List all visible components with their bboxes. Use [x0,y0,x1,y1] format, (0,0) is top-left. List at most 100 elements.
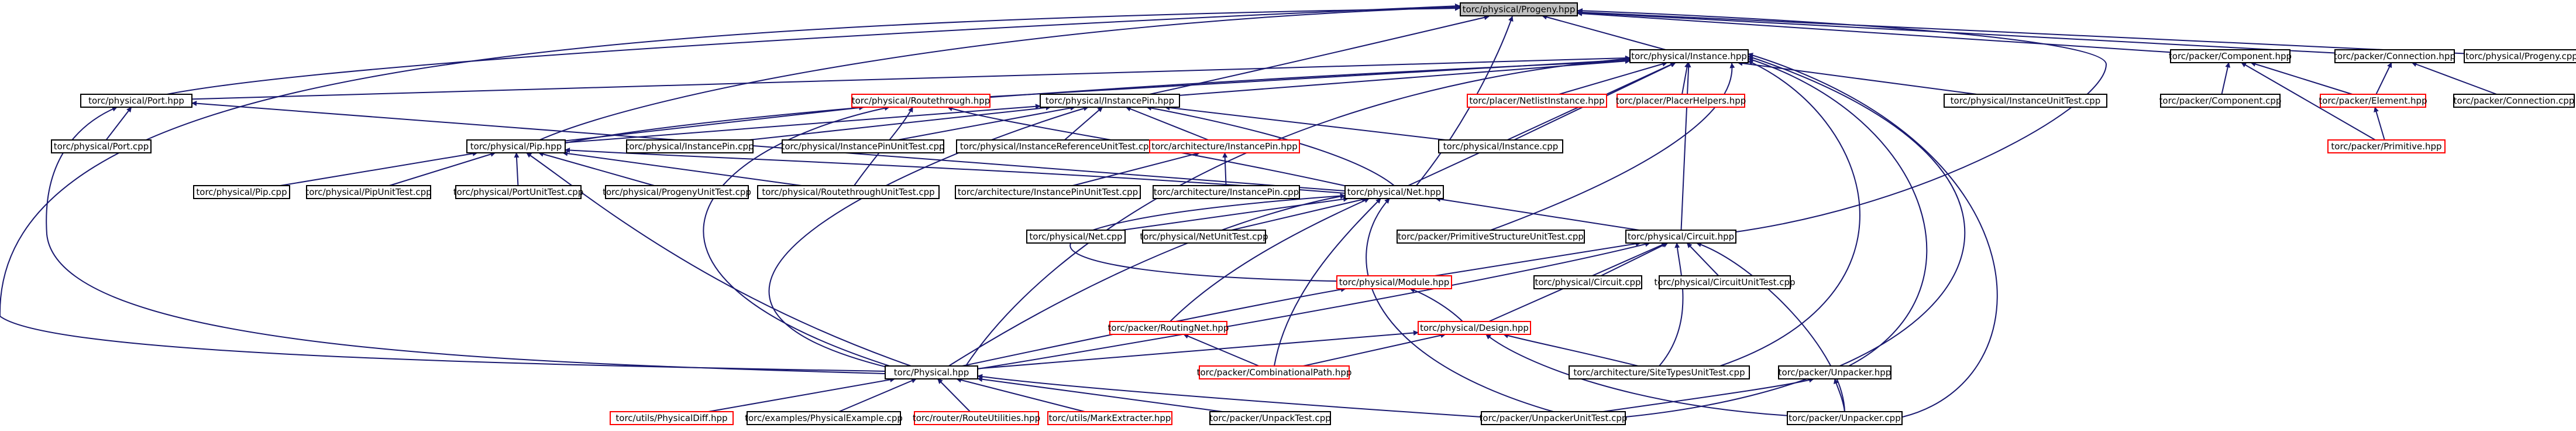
node-label: torc/physical/Circuit.cpp [1535,277,1640,288]
graph-node[interactable]: torc/physical/Port.hpp [80,94,192,108]
node-label: torc/utils/PhysicalDiff.hpp [615,413,727,423]
graph-node[interactable]: torc/physical/Port.cpp [51,139,152,153]
edge-n39-n0 [0,5,1460,372]
graph-node[interactable]: torc/packer/Unpacker.cpp [1787,411,1903,425]
graph-node[interactable]: torc/physical/InstanceReferenceUnitTest.… [956,139,1158,153]
edge-n43-n39 [708,377,896,412]
edge-n29-n6 [1146,105,1395,186]
edge-n39-n15 [526,152,913,367]
graph-node[interactable]: torc/packer/Connection.hpp [2334,49,2455,63]
edge-n12-n3 [2375,62,2392,95]
node-box [851,94,990,108]
edge-n6-n0 [1146,15,1490,95]
graph-node[interactable]: torc/physical/Net.cpp [1026,230,1126,244]
edge-n11-n2 [2221,62,2231,95]
node-label: torc/packer/UnpackerUnitTest.cpp [1480,413,1628,423]
edge-n10-n1 [1737,60,1977,95]
edge-n31-n29 [1231,197,1367,231]
node-label: torc/packer/Component.hpp [2169,51,2292,61]
graph-node[interactable]: torc/physical/InstancePin.hpp [1040,94,1180,108]
node-label: torc/packer/CombinationalPath.hpp [1197,367,1352,378]
node-label: torc/physical/RoutethroughUnitTest.cpp [762,187,934,197]
node-label: torc/physical/NetUnitTest.cpp [1140,231,1268,242]
node-label: torc/physical/Progeny.hpp [1463,4,1576,15]
node-label: torc/physical/InstancePinUnitTest.cpp [781,141,944,152]
node-box [1629,49,1749,63]
edge-n29-n15 [565,147,1346,194]
node-box [51,139,152,153]
graph-node[interactable]: torc/packer/PrimitiveStructureUnitTest.c… [1397,230,1585,244]
graph-node[interactable]: torc/physical/CircuitUnitTest.cpp [1654,275,1796,289]
graph-node[interactable]: torc/packer/UnpackTest.cpp [1209,411,1331,425]
edge-n33-n0 [1577,8,2107,233]
node-box [455,185,582,199]
graph-node[interactable]: torc/packer/UnpackerUnitTest.cpp [1480,411,1628,425]
node-box [610,411,734,425]
node-box [1199,365,1350,379]
graph-node[interactable]: torc/physical/Circuit.cpp [1533,275,1642,289]
graph-node[interactable]: torc/physical/Instance.cpp [1438,139,1563,153]
edge-n2-n0 [1577,11,2171,53]
graph-node[interactable]: torc/physical/InstancePinUnitTest.cpp [781,139,945,153]
node-box [1142,230,1266,244]
graph-node[interactable]: torc/physical/Instance.hpp [1629,49,1749,63]
graph-node[interactable]: torc/physical/Circuit.hpp [1625,230,1736,244]
graph-node[interactable]: torc/physical/RoutethroughUnitTest.cpp [757,185,940,199]
graph-node[interactable]: torc/examples/PhysicalExample.cpp [745,411,903,425]
graph-node[interactable]: torc/physical/Pip.hpp [466,139,566,153]
node-box [2320,94,2426,108]
edge-n39-n29 [947,193,1346,367]
edge-n39-n1 [965,56,1631,367]
node-label: torc/physical/Port.hpp [88,95,184,106]
graph-node[interactable]: torc/physical/Progeny.cpp [2464,49,2576,63]
edge-n38-n34 [1409,288,1463,322]
graph-node[interactable]: torc/physical/PortUnitTest.cpp [453,185,584,199]
graph-node: torc/physical/Routethrough.hpp [851,94,990,108]
graph-node[interactable]: torc/architecture/SiteTypesUnitTest.cpp [1569,365,1750,379]
node-label: torc/physical/Progeny.cpp [2465,51,2576,61]
node-label: torc/packer/Unpacker.cpp [1789,413,1900,423]
graph-node[interactable]: torc/packer/Component.hpp [2169,49,2292,63]
graph-node[interactable]: torc/physical/InstanceUnitTest.cpp [1944,94,2107,108]
node-label: torc/physical/Circuit.hpp [1628,231,1734,242]
node-label: torc/physical/Instance.hpp [1631,51,1747,61]
edge-n39-n6 [768,105,1089,368]
node-label: torc/physical/CircuitUnitTest.cpp [1654,277,1795,288]
edge-n27-n19 [1072,151,1201,186]
graph-node[interactable]: torc/packer/Connection.cpp [2453,94,2575,108]
graph-node[interactable]: torc/physical/NetUnitTest.cpp [1140,230,1268,244]
edge-n26-n15 [562,150,802,186]
graph-node[interactable]: torc/physical/Progeny.hpp [1460,2,1578,16]
node-label: torc/packer/Component.cpp [2159,95,2282,106]
node-box [2160,94,2281,108]
node-box [914,411,1039,425]
edge-n15-n7 [565,105,865,142]
edge-n49-n33 [1696,242,1845,412]
edge-n48-n42 [1602,377,1814,412]
edge-n15-n6 [565,104,1041,143]
edge-n48-n29 [1366,198,1554,412]
graph-node[interactable]: torc/physical/Net.hpp [1344,185,1444,199]
edge-n40-n37 [1183,333,1260,367]
node-label: torc/architecture/InstancePin.cpp [1154,187,1299,197]
edge-n12-n2 [2250,61,2353,95]
graph-node[interactable]: torc/architecture/InstancePin.cpp [1153,185,1300,199]
edge-n46-n39 [956,377,1085,412]
graph-node[interactable]: torc/packer/Unpacker.hpp [1778,365,1891,379]
graph-node[interactable]: torc/physical/PipUnitTest.cpp [305,185,432,199]
graph-node[interactable]: torc/physical/InstancePin.cpp [626,139,754,153]
edge-n4-n0 [1577,9,2465,54]
edge-n39-n7 [703,105,896,368]
edge-n39-n33 [977,241,1650,370]
graph-node[interactable]: torc/physical/ProgenyUnitTest.cpp [603,185,751,199]
edge-n44-n39 [838,378,917,412]
node-label: torc/placer/NetlistInstance.hpp [1469,95,1604,106]
graph-node[interactable]: torc/Physical.hpp [885,365,978,379]
node-label: torc/physical/ProgenyUnitTest.cpp [603,187,751,197]
graph-node[interactable]: torc/physical/Pip.cpp [193,185,290,199]
graph-node[interactable]: torc/packer/Component.cpp [2159,94,2282,108]
edge-n23-n15 [389,152,496,186]
graph-node[interactable]: torc/architecture/InstancePinUnitTest.cp… [955,185,1141,199]
node-label: torc/physical/InstanceReferenceUnitTest.… [960,141,1154,152]
node-box [1209,411,1331,425]
